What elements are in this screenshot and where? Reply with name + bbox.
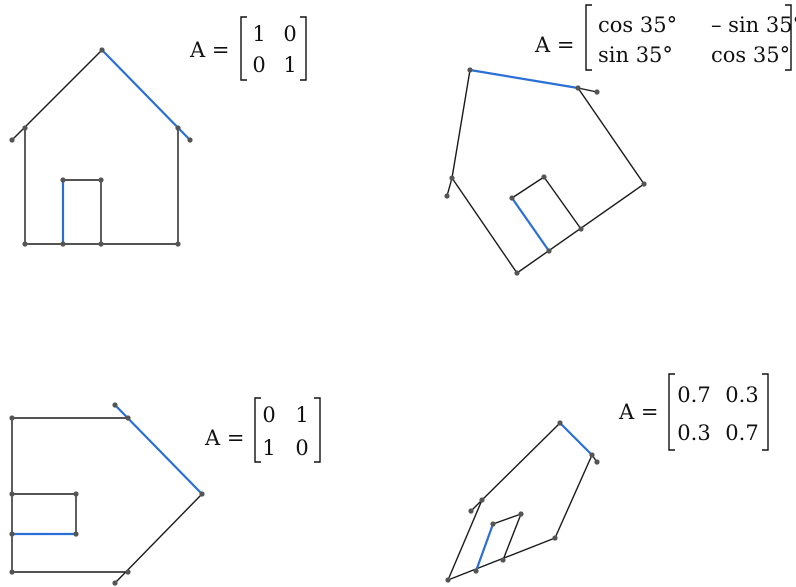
door-left-highlight (512, 198, 549, 251)
matrix-lhs: A = (189, 38, 229, 62)
matrix-cell: cos 35° (711, 43, 790, 67)
matrix-cell: cos 35° (598, 13, 677, 37)
vertex (546, 248, 551, 253)
right-bracket (300, 17, 306, 80)
vertex (594, 89, 599, 94)
vertex (22, 125, 27, 130)
eave-left (447, 178, 452, 196)
matrix-cell: 1 (262, 436, 275, 460)
right-bracket (314, 398, 320, 462)
matrix-cell: 0 (252, 53, 265, 77)
matrix-identity: A = 1 0 0 1 (189, 17, 306, 80)
wall-right (555, 455, 592, 538)
door-top (512, 177, 544, 198)
vertex (641, 181, 646, 186)
panel-identity: A = 1 0 0 1 (9, 17, 306, 247)
vertex (22, 241, 27, 246)
vertex (575, 85, 580, 90)
panel-shear: A = 0.7 0.3 0.3 0.7 (445, 374, 768, 583)
matrix-cell: 0.7 (677, 383, 710, 407)
vertex (490, 521, 495, 526)
roof-left-edge (452, 70, 470, 178)
vertex (60, 177, 65, 182)
left-bracket (669, 374, 675, 450)
vertex (500, 557, 505, 562)
house-rotation (444, 67, 646, 275)
vertex (199, 491, 204, 496)
matrix-shear: A = 0.7 0.3 0.3 0.7 (618, 374, 768, 450)
vertex (473, 568, 478, 573)
vertex (449, 175, 454, 180)
vertex (444, 193, 449, 198)
vertex (578, 226, 583, 231)
vertex (9, 137, 14, 142)
vertex (125, 415, 130, 420)
vertex (552, 535, 557, 540)
house-shear (445, 420, 599, 582)
panel-rotation: A = cos 35° – sin 35° sin 35° cos 35° (444, 5, 796, 276)
right-bracket (762, 374, 768, 450)
vertex (125, 569, 130, 574)
vertex (60, 241, 65, 246)
vertex (187, 137, 192, 142)
matrix-lhs: A = (618, 400, 658, 424)
wall-left (452, 178, 517, 273)
vertex (9, 415, 14, 420)
matrix-cell: 0 (283, 22, 296, 46)
house-identity (9, 47, 192, 246)
vertex (445, 577, 450, 582)
matrix-cell: – sin 35° (711, 13, 796, 37)
matrix-cell: 1 (252, 22, 265, 46)
vertex (514, 270, 519, 275)
vertex (467, 67, 472, 72)
vertex (99, 47, 104, 52)
matrix-cell: 0.3 (677, 421, 710, 445)
vertex (175, 125, 180, 130)
vertex (509, 195, 514, 200)
vertex (112, 402, 117, 407)
matrix-cell: sin 35° (598, 43, 673, 67)
matrix-rotation: A = cos 35° – sin 35° sin 35° cos 35° (534, 5, 796, 70)
vertex (541, 174, 546, 179)
vertex (557, 420, 562, 425)
matrix-cell: 0.3 (725, 383, 758, 407)
matrix-cell: 1 (283, 53, 296, 77)
vertex (98, 177, 103, 182)
left-bracket (241, 17, 247, 80)
left-bracket (586, 5, 592, 70)
matrix-lhs: A = (534, 33, 574, 57)
vertex (73, 531, 78, 536)
door-top (493, 514, 521, 524)
vertex (112, 580, 117, 585)
roof-left-edge (482, 423, 560, 500)
vertex (9, 531, 14, 536)
vertex (479, 497, 484, 502)
door-right (544, 177, 581, 229)
vertex (589, 452, 594, 457)
vertex (9, 569, 14, 574)
panel-reflection: A = 0 1 1 0 (9, 398, 320, 586)
matrix-cell: 0 (295, 436, 308, 460)
vertex (468, 508, 473, 513)
vertex (9, 491, 14, 496)
vertex (175, 241, 180, 246)
matrix-lhs: A = (204, 426, 244, 450)
roof-edge-highlight (560, 423, 592, 455)
vertex (594, 459, 599, 464)
matrix-cell: 0.7 (725, 421, 758, 445)
roof-edge-highlight (470, 70, 578, 88)
left-bracket (255, 398, 261, 462)
house-reflection (9, 402, 204, 585)
vertex (98, 241, 103, 246)
vertex (518, 511, 523, 516)
matrix-cell: 0 (262, 403, 275, 427)
wall-right (578, 88, 644, 184)
vertex (73, 491, 78, 496)
matrix-reflection: A = 0 1 1 0 (204, 398, 320, 462)
matrix-cell: 1 (295, 403, 308, 427)
